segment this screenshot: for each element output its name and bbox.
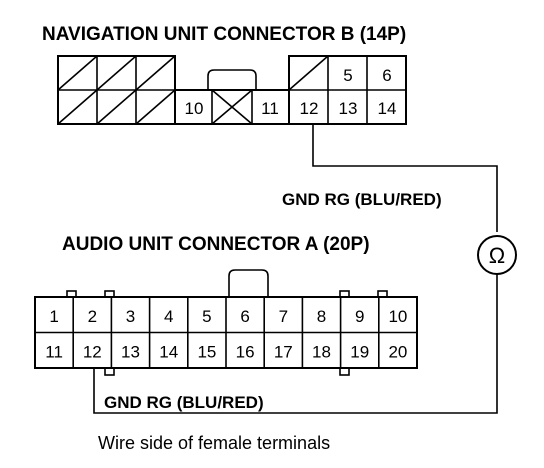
audio-lock-tab [228,269,269,297]
nav-pin-12: 12 [300,99,319,118]
nav-wire-label: GND RG (BLU/RED) [282,190,442,209]
nav-lock-tab [207,69,257,90]
audio-wire-label: GND RG (BLU/RED) [104,393,264,412]
audio-pin-9: 9 [355,307,364,326]
audio-pin-15: 15 [197,343,216,362]
nav-pin-11: 11 [261,99,279,118]
nav-pin-10: 10 [185,99,204,118]
nav-connector: 5 6 10 11 12 13 14 [57,55,407,125]
audio-pin-1: 1 [49,307,58,326]
audio-pin-2: 2 [88,307,97,326]
nav-pin-5: 5 [343,66,352,85]
audio-pin-12: 12 [83,343,102,362]
audio-wire [93,274,498,414]
nav-pin-6: 6 [382,66,391,85]
audio-pin-5: 5 [202,307,211,326]
audio-pin-7: 7 [279,307,288,326]
audio-pin-11: 11 [45,343,63,362]
audio-pin-16: 16 [236,343,255,362]
audio-connector-title: AUDIO UNIT CONNECTOR A (20P) [62,234,370,255]
nav-pin-14: 14 [378,99,397,118]
audio-pin-20: 20 [388,343,407,362]
audio-pin-19: 19 [350,343,369,362]
audio-pin-10: 10 [388,307,407,326]
audio-pin-18: 18 [312,343,331,362]
audio-pin-3: 3 [126,307,135,326]
audio-pin-4: 4 [164,307,173,326]
audio-pin-17: 17 [274,343,293,362]
ohmmeter-icon: Ω [477,235,517,275]
ohm-symbol: Ω [489,243,505,268]
audio-pin-13: 13 [121,343,140,362]
caption: Wire side of female terminals [98,433,330,453]
nav-wire [312,124,498,232]
nav-pin-13: 13 [339,99,358,118]
nav-left-hatch [57,55,176,125]
nav-connector-title: NAVIGATION UNIT CONNECTOR B (14P) [42,24,406,45]
audio-pin-6: 6 [240,307,249,326]
audio-pin-8: 8 [317,307,326,326]
audio-pin-14: 14 [159,343,178,362]
